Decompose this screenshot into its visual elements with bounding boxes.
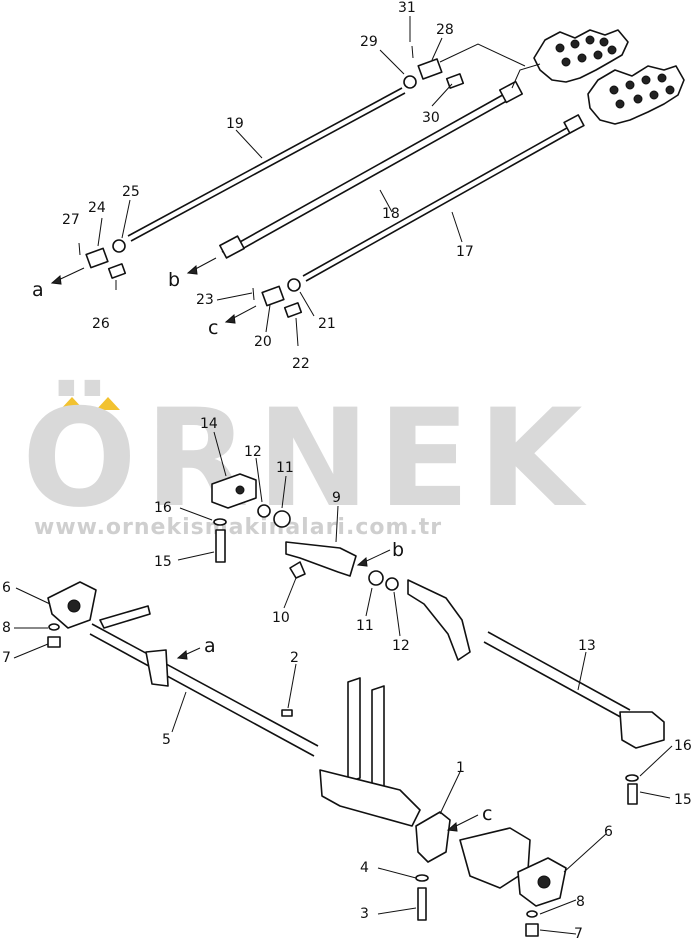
bolt-15-left xyxy=(215,529,226,563)
label-12-upper: 12 xyxy=(244,444,262,460)
label-22: 22 xyxy=(292,356,310,372)
label-7-right: 7 xyxy=(574,926,583,941)
lever-9 xyxy=(285,541,357,577)
connection-a-bottom: a xyxy=(204,635,216,657)
label-27: 27 xyxy=(62,212,80,228)
arm-lever xyxy=(407,579,471,661)
label-1: 1 xyxy=(456,760,465,776)
label-24: 24 xyxy=(88,200,106,216)
label-6-left: 6 xyxy=(2,580,11,596)
pin-10 xyxy=(289,561,306,579)
washer-8-right xyxy=(526,910,538,918)
label-11-lower: 11 xyxy=(356,618,374,634)
block-14 xyxy=(211,473,257,509)
label-3: 3 xyxy=(360,906,369,922)
bushing-11-upper xyxy=(273,510,291,528)
label-14: 14 xyxy=(200,416,218,432)
connection-a-top: a xyxy=(32,279,44,301)
watermark-accent-right xyxy=(96,397,120,410)
label-18: 18 xyxy=(382,206,400,222)
yoke-24 xyxy=(85,247,109,269)
washer-12-upper xyxy=(257,504,271,518)
control-valve-upper xyxy=(533,29,629,83)
label-5: 5 xyxy=(162,732,171,748)
label-11-upper: 11 xyxy=(276,460,294,476)
washer-16-right xyxy=(625,774,639,782)
rod-19 xyxy=(127,87,406,242)
connection-c-bottom: c xyxy=(482,803,492,825)
label-19: 19 xyxy=(226,116,244,132)
label-23: 23 xyxy=(196,292,214,308)
watermark-brand: ÖRNEK xyxy=(22,379,591,537)
label-28: 28 xyxy=(436,22,454,38)
connection-b-top: b xyxy=(168,269,180,291)
washer-12-lower xyxy=(385,577,399,591)
clevis-1 xyxy=(415,811,451,863)
label-30: 30 xyxy=(422,110,440,126)
label-20: 20 xyxy=(254,334,272,350)
pin-2 xyxy=(281,709,293,717)
connection-b-bottom: b xyxy=(392,539,404,561)
label-15-right: 15 xyxy=(674,792,692,808)
cotter-23 xyxy=(252,287,255,301)
label-21: 21 xyxy=(318,316,336,332)
label-25: 25 xyxy=(122,184,140,200)
label-8-right: 8 xyxy=(576,894,585,910)
rod-17 xyxy=(302,114,585,282)
control-valve-lower xyxy=(587,65,685,125)
label-29: 29 xyxy=(360,34,378,50)
label-13: 13 xyxy=(578,638,596,654)
nut-21 xyxy=(287,278,301,292)
label-31: 31 xyxy=(398,0,416,16)
label-9: 9 xyxy=(332,490,341,506)
label-2: 2 xyxy=(290,650,299,666)
washer-16-left xyxy=(213,518,227,526)
watermark-url: www.ornekismakinalari.com.tr xyxy=(34,515,442,540)
watermark: ÖRNEK www.ornekismakinalari.com.tr xyxy=(22,379,591,540)
bracket-6-left xyxy=(47,581,97,629)
label-16-left: 16 xyxy=(154,500,172,516)
label-26: 26 xyxy=(92,316,110,332)
rod-18 xyxy=(219,80,524,259)
yoke-28 xyxy=(417,58,443,80)
shaft-13 xyxy=(483,631,665,749)
bushing-11-lower xyxy=(368,570,384,586)
yoke-20 xyxy=(261,285,285,307)
label-10: 10 xyxy=(272,610,290,626)
watermark-accent-left xyxy=(60,397,84,410)
pin-22 xyxy=(283,302,303,318)
bracket-6-right xyxy=(517,857,567,907)
label-17: 17 xyxy=(456,244,474,260)
pin-30 xyxy=(445,73,465,89)
bolt-15-right xyxy=(627,783,638,805)
label-7-left: 7 xyxy=(2,650,11,666)
label-4: 4 xyxy=(360,860,369,876)
center-frame xyxy=(319,677,421,827)
bolt-7-left xyxy=(47,636,61,648)
bolt-3 xyxy=(417,887,427,921)
nut-25 xyxy=(112,239,126,253)
label-6-right: 6 xyxy=(604,824,613,840)
washer-4 xyxy=(415,874,429,882)
pin-26 xyxy=(107,263,127,279)
label-8-left: 8 xyxy=(2,620,11,636)
shaft-5 xyxy=(89,605,319,757)
connection-c-top: c xyxy=(208,317,218,339)
leader-lines xyxy=(13,16,673,935)
nut-29 xyxy=(403,75,417,89)
label-15-left: 15 xyxy=(154,554,172,570)
label-12-lower: 12 xyxy=(392,638,410,654)
cotter-31 xyxy=(411,45,414,59)
cotter-27 xyxy=(78,242,81,256)
washer-8-left xyxy=(48,623,60,631)
bolt-7-right xyxy=(525,923,539,937)
label-16-right: 16 xyxy=(674,738,692,754)
